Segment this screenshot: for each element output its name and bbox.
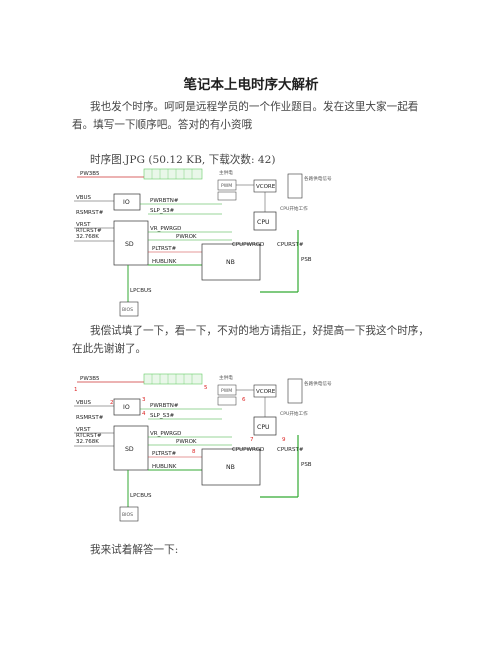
- label-lpcbus: LPCBUS: [130, 288, 152, 294]
- label-pwrok-2: PWROK: [176, 439, 197, 445]
- intro-paragraph: 我也发个时序。呵呵是远程学员的一个作业题目。发在这里大家一起看看。填写一下顺序吧…: [72, 101, 419, 131]
- timing-diagram-1: PW3B5 VBUS IO RSMRST# VRST RTCRST# 32.76…: [72, 166, 332, 326]
- label-bios-2: BIOS: [122, 512, 133, 518]
- label-cpurst: CPURST#: [277, 242, 304, 248]
- label-vbus-2: VBUS: [76, 400, 92, 406]
- label-pwrbtn-2: PWRBTN#: [150, 403, 179, 409]
- label-bios: BIOS: [122, 307, 133, 313]
- label-clk: 32.768K: [76, 234, 99, 240]
- label-pwm-2: PWM: [221, 388, 232, 394]
- bios-box: [119, 301, 139, 317]
- svg-text:8: 8: [192, 449, 196, 455]
- connector-strip: [143, 168, 203, 180]
- label-vcore: VCORE: [256, 184, 276, 190]
- label-io-2: IO: [123, 404, 130, 411]
- label-vcore-2: VCORE: [256, 389, 276, 395]
- label-vrst: VRST: [76, 222, 91, 228]
- label-clk-2: 32.768K: [76, 439, 99, 445]
- answer-paragraph: 我来试着解答一下:: [90, 544, 179, 556]
- timing-diagram-svg-2: PW3B5 VBUS IO RSMRST# VRST RTCRST# 32.76…: [74, 373, 332, 522]
- nb-box: [201, 243, 261, 281]
- label-lpcbus-2: LPCBUS: [130, 493, 152, 499]
- label-rsmrst-2: RSMRST#: [76, 415, 104, 421]
- label-sd: SD: [125, 241, 134, 248]
- label-psb-2: PSB: [301, 462, 312, 468]
- label-pwrbtn: PWRBTN#: [150, 198, 179, 204]
- svg-text:6: 6: [242, 397, 246, 403]
- label-pltrst: PLTRST#: [152, 246, 177, 252]
- label-pwm: PWM: [221, 183, 232, 189]
- label-hublink: HUBLINK: [152, 259, 177, 265]
- label-cpupwrgd: CPUPWRGD: [232, 242, 264, 248]
- label-pwrok: PWROK: [176, 234, 197, 240]
- label-vr-pwrgd: VR_PWRGD: [150, 226, 181, 232]
- label-mainpower-2: 主供电: [219, 374, 233, 381]
- label-sd-2: SD: [125, 446, 134, 453]
- svg-text:7: 7: [250, 437, 254, 443]
- svg-text:5: 5: [204, 385, 208, 391]
- label-io: IO: [123, 199, 130, 206]
- svg-text:3: 3: [142, 397, 146, 403]
- label-rsmrst: RSMRST#: [76, 210, 104, 216]
- label-cpu-start-2: CPU开始工作: [280, 410, 308, 417]
- label-vrst-2: VRST: [76, 427, 91, 433]
- reply-paragraph: 我偿试填了一下，看一下，不对的地方请指正，好提高一下我这个时序，在此先谢谢了。: [72, 325, 429, 355]
- label-vr-pwrgd-2: VR_PWRGD: [150, 431, 181, 437]
- label-cpupwrgd-2: CPUPWRGD: [232, 447, 264, 453]
- timing-diagram-svg-1: PW3B5 VBUS IO RSMRST# VRST RTCRST# 32.76…: [74, 168, 332, 317]
- sd-box: [113, 220, 149, 266]
- label-mainpower: 主供电: [219, 169, 233, 176]
- label-pltrst-2: PLTRST#: [152, 451, 177, 457]
- svg-text:9: 9: [282, 437, 286, 443]
- label-mem: 各路供电信号: [304, 175, 332, 182]
- label-cpu: CPU: [257, 219, 270, 226]
- label-psb: PSB: [301, 257, 312, 263]
- label-nb: NB: [226, 259, 235, 266]
- label-hublink-2: HUBLINK: [152, 464, 177, 470]
- pwm-box-2: [217, 191, 237, 201]
- document-title: 笔记本上电时序大解析: [183, 77, 319, 93]
- slot-box: [287, 173, 303, 199]
- timing-diagram-2: PW3B5 VBUS IO RSMRST# VRST RTCRST# 32.76…: [72, 371, 332, 531]
- label-vin: PW3B5: [80, 171, 100, 177]
- label-cpu-start: CPU开始工作: [280, 205, 308, 212]
- label-mem-2: 各路供电信号: [304, 380, 332, 387]
- label-cpurst-2: CPURST#: [277, 447, 304, 453]
- svg-text:1: 1: [74, 387, 78, 393]
- attachment-caption: 时序图.JPG (50.12 KB, 下载次数: 42): [90, 154, 276, 166]
- label-rtcrst-2: RTCRST#: [76, 433, 102, 439]
- svg-text:4: 4: [142, 411, 146, 417]
- io-box: [113, 193, 141, 211]
- label-slp-s3: SLP_S3#: [150, 208, 175, 214]
- label-vin-2: PW3B5: [80, 376, 100, 382]
- label-rtcrst: RTCRST#: [76, 228, 102, 234]
- label-cpu-2: CPU: [257, 424, 270, 431]
- label-vbus: VBUS: [76, 195, 92, 201]
- label-nb-2: NB: [226, 464, 235, 471]
- svg-text:2: 2: [110, 400, 114, 406]
- label-slp-s3-2: SLP_S3#: [150, 413, 175, 419]
